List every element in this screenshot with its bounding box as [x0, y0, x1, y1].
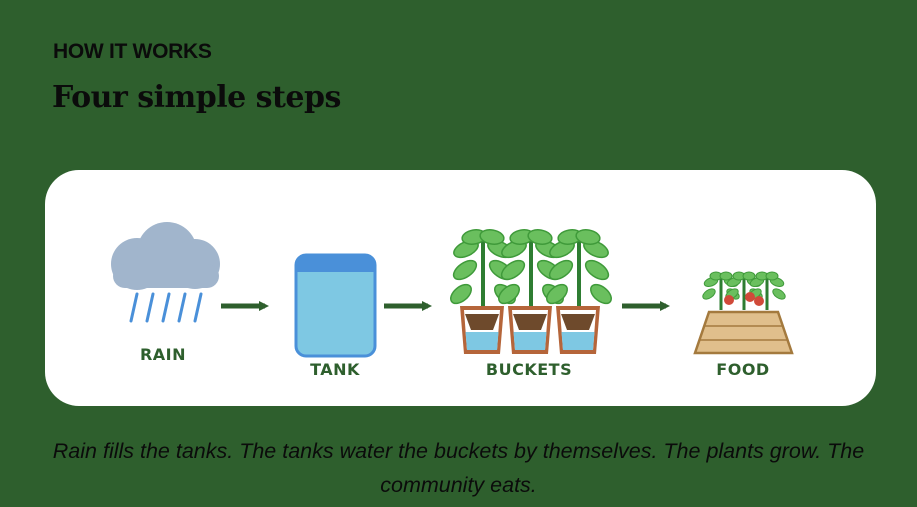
step-label-food: FOOD	[716, 360, 770, 379]
garden-bed-icon	[693, 270, 794, 355]
step-label-tank: TANK	[310, 360, 360, 379]
steps-card: RAIN TANK BUCKETS FOOD	[45, 170, 876, 406]
section-eyebrow: HOW IT WORKS	[53, 40, 212, 63]
planted-buckets-icon	[445, 226, 617, 354]
water-tank-icon	[294, 253, 377, 358]
caption-text: Rain fills the tanks. The tanks water th…	[52, 439, 865, 497]
page-title: Four simple steps	[52, 80, 341, 115]
rain-cloud-icon	[111, 222, 220, 323]
steps-diagram	[111, 222, 794, 358]
step-label-buckets: BUCKETS	[485, 360, 573, 379]
step-label-rain: RAIN	[139, 345, 187, 364]
